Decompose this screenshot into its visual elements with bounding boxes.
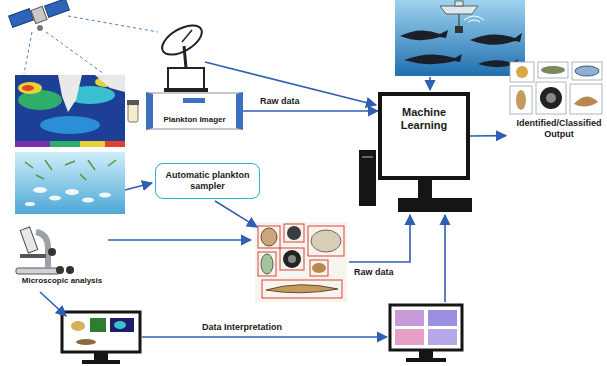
node-text: Automatic plankton sampler: [162, 170, 253, 192]
whale-acoustic-scene: [395, 0, 525, 76]
computer-monitor: Machine Learning: [378, 92, 470, 180]
node-text: Identified/Classified Output: [506, 118, 607, 140]
flow-connector: [470, 135, 506, 137]
satellite-dish: [157, 19, 208, 93]
node-text: Plankton Imager: [155, 115, 234, 125]
plankton-water-scene: [15, 152, 125, 214]
interpretation-computer: [390, 305, 462, 362]
node-text: Machine Learning: [393, 106, 455, 132]
sampler-box: Automatic plankton sampler: [155, 163, 260, 199]
flow-label: Raw data: [352, 267, 396, 277]
ocean-colour-map: [15, 75, 125, 147]
plankton-image-collage: [255, 222, 347, 302]
node-text: Microscopic analysis: [10, 276, 114, 286]
sample-vial: [127, 100, 139, 122]
instrument-box: Plankton Imager: [146, 92, 243, 130]
output-group: Identified/Classified Output: [506, 60, 607, 140]
microscope-station: Microscopic analysis: [10, 226, 114, 286]
imager-bar: [183, 98, 205, 103]
classified-images: [506, 60, 604, 118]
analysis-computer: [62, 312, 140, 364]
satellite-icon: [9, 0, 70, 31]
microscope-icon: [10, 226, 106, 276]
flow-label: Raw data: [258, 96, 302, 106]
flow-label: Data Interpretation: [200, 322, 284, 332]
flow-connector: [243, 110, 378, 112]
signal-lines: [24, 16, 158, 74]
